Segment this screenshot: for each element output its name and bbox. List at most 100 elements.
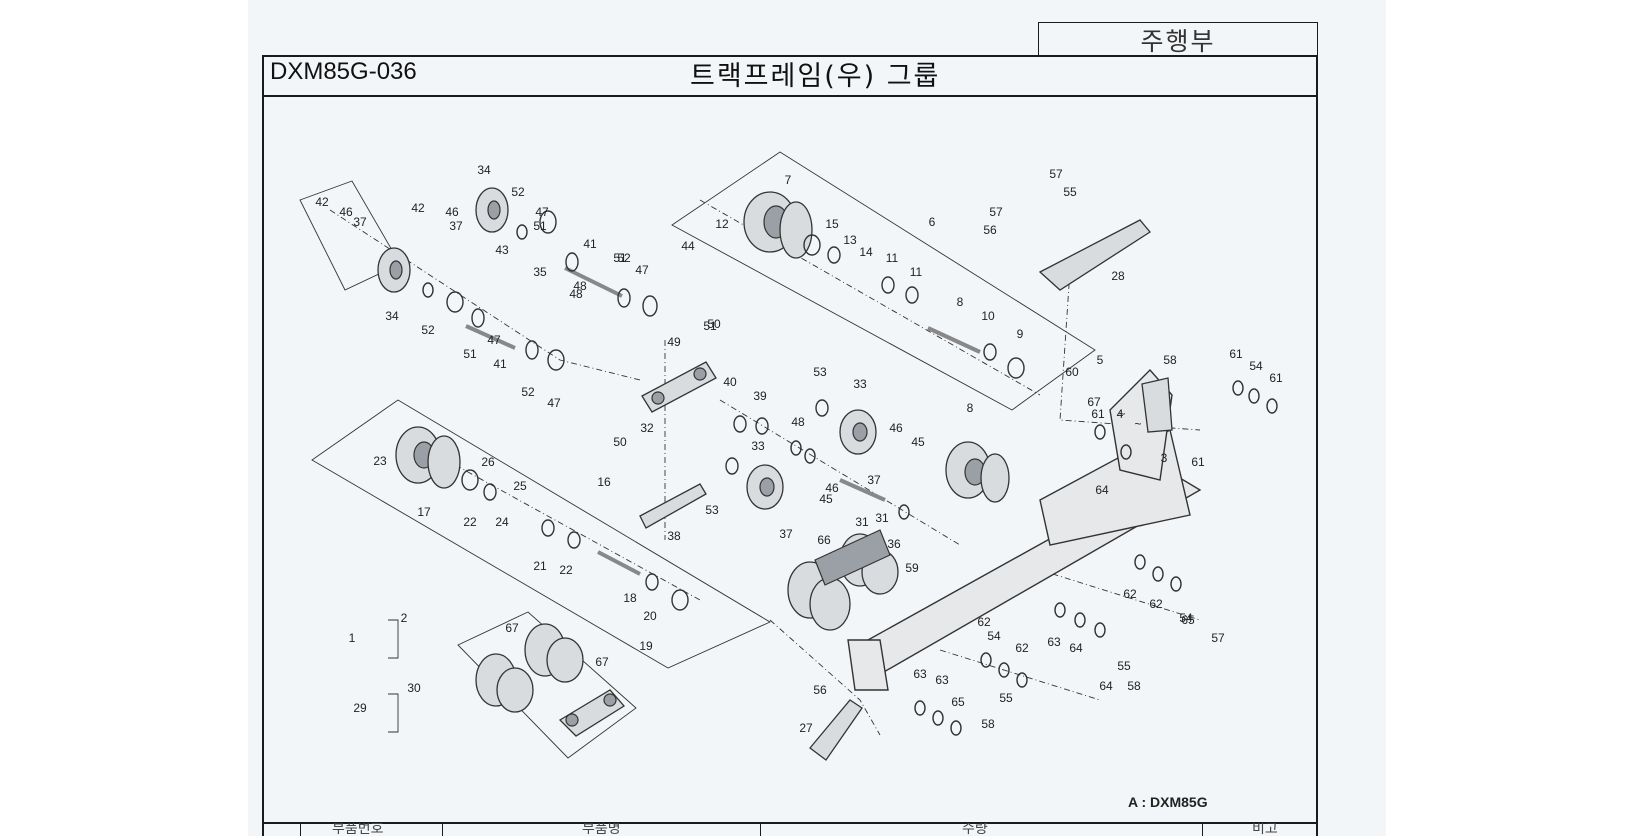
callout-label: 11 (886, 251, 899, 265)
callout-label: 60 (1065, 365, 1079, 379)
roller-8-assembly (945, 441, 1010, 503)
callout-label: 18 (623, 591, 637, 605)
callout-label: 22 (463, 515, 477, 529)
callout-label: 52 (421, 323, 435, 337)
callout-label: 34 (385, 309, 399, 323)
track-frame-rear (1039, 428, 1191, 546)
callout-label: 10 (981, 309, 995, 323)
callout-label: 37 (353, 215, 367, 229)
callout-label: 6 (929, 215, 936, 229)
seal-rings (422, 210, 1278, 736)
track-guard-38 (639, 483, 707, 529)
callout-label: 58 (1127, 679, 1141, 693)
callout-label: 35 (533, 265, 547, 279)
col-part-number: 부품번호 (332, 823, 384, 836)
track-frame-front (847, 639, 889, 691)
callout-label: 22 (559, 563, 573, 577)
centerline-a (329, 209, 641, 381)
roller-34a (475, 187, 509, 233)
callout-label: 55 (999, 691, 1013, 705)
callout-label: 51 (533, 219, 547, 233)
callout-label: 55 (1117, 659, 1131, 673)
callout-label: 27 (799, 721, 813, 735)
callout-label: 4 (1117, 407, 1124, 421)
callout-label: 53 (813, 365, 827, 379)
callout-label: 30 (407, 681, 421, 695)
callout-label: 55 (1063, 185, 1077, 199)
callout-label: 67 (595, 655, 609, 669)
bracket-1 (388, 619, 399, 659)
callout-label: 37 (449, 219, 463, 233)
callout-label: 47 (487, 333, 501, 347)
callout-label: 61 (1091, 407, 1105, 421)
callout-label: 46 (889, 421, 903, 435)
roller-link-66 (558, 689, 625, 737)
callout-label: 37 (779, 527, 793, 541)
callout-label: 16 (597, 475, 611, 489)
centerline-h (939, 649, 1101, 701)
callout-label: 19 (639, 639, 653, 653)
callout-label: 26 (481, 455, 495, 469)
callout-label: 62 (977, 615, 991, 629)
callout-label: 53 (705, 503, 719, 517)
callout-label: 48 (569, 287, 583, 301)
link-32 (641, 361, 717, 413)
callout-label: 47 (535, 205, 549, 219)
callout-label: 56 (813, 683, 827, 697)
callout-label: 51 (463, 347, 477, 361)
callout-label: 51 (703, 319, 717, 333)
callout-label: 13 (843, 233, 857, 247)
callout-label: 52 (521, 385, 535, 399)
roller-33a (839, 409, 877, 455)
roller-assembly-65-inset (475, 623, 584, 713)
callout-label: 39 (753, 389, 767, 403)
callout-label: 24 (495, 515, 509, 529)
callout-label: 52 (617, 251, 631, 265)
adjuster-3 (1141, 377, 1173, 433)
centerline-g (1039, 569, 1201, 621)
group-box-65-66 (457, 611, 637, 759)
document-title: 트랙프레임(우) 그룹 (690, 61, 941, 92)
shaft-41a (564, 266, 623, 298)
callout-label: 58 (981, 717, 995, 731)
callout-label: 61 (1229, 347, 1243, 361)
callout-label: 42 (315, 195, 329, 209)
callout-label: 8 (967, 401, 974, 415)
callout-label: 67 (505, 621, 519, 635)
bracket-30 (388, 693, 399, 733)
callout-label: 14 (859, 245, 873, 259)
model-note: A : DXM85G (1128, 794, 1208, 810)
callout-label: 64 (1099, 679, 1113, 693)
track-guard-28 (809, 699, 863, 761)
callout-label: 32 (640, 421, 654, 435)
parts-table-header: 부품번호 부품명 수량 비고 (262, 823, 1318, 836)
callout-label: 41 (583, 237, 597, 251)
col-part-name: 부품명 (582, 823, 621, 836)
section-label: 주행부 (1038, 22, 1318, 56)
callout-label: 63 (935, 673, 949, 687)
frame-top-border (262, 55, 1318, 57)
callout-label: 45 (819, 492, 833, 506)
callout-label: 45 (911, 435, 925, 449)
callout-label: 65 (1181, 613, 1195, 627)
callout-label: 29 (353, 701, 367, 715)
callout-label: 59 (905, 561, 919, 575)
callout-label: 28 (1111, 269, 1125, 283)
callout-label: 1 (349, 631, 356, 645)
shaft-41b (465, 324, 516, 350)
callout-label: 44 (681, 239, 695, 253)
callout-label: 63 (1047, 635, 1061, 649)
callout-label: 62 (1149, 597, 1163, 611)
callout-label: 66 (817, 533, 831, 547)
callout-label: 46 (825, 481, 839, 495)
callout-label: 62 (1123, 587, 1137, 601)
callout-label: 46 (445, 205, 459, 219)
idler-wheel-7 (743, 191, 813, 259)
callout-label: 58 (1163, 353, 1177, 367)
callout-label: 54 (1179, 611, 1193, 625)
callout-label: 15 (825, 217, 839, 231)
callout-label: 5 (1097, 353, 1104, 367)
callout-label: 41 (493, 357, 507, 371)
